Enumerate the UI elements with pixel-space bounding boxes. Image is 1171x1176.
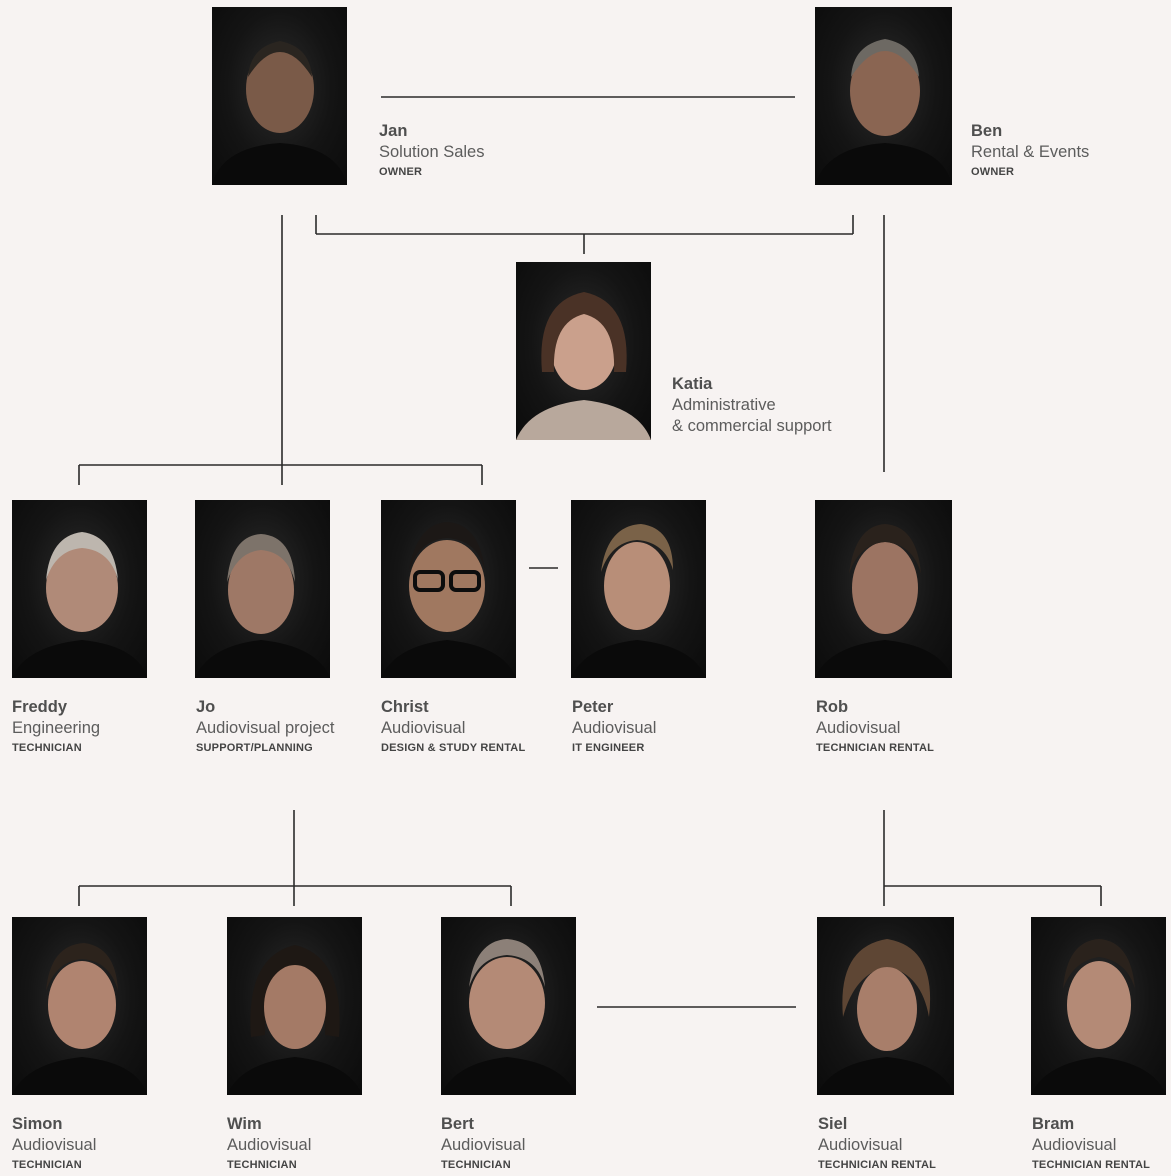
rob-portrait-photo [815, 500, 952, 678]
katia-name: Katia [672, 375, 713, 393]
freddy-role: TECHNICIAN [12, 742, 82, 754]
jan-name: Jan [379, 122, 408, 140]
bert-name: Bert [441, 1115, 475, 1133]
jan-portrait-photo [212, 7, 347, 185]
ben-department: Rental & Events [971, 143, 1090, 161]
christ-role: DESIGN & STUDY RENTAL [381, 742, 526, 754]
bram-name: Bram [1032, 1115, 1075, 1133]
katia-department: Administrative [672, 396, 776, 414]
ben-portrait-photo [815, 7, 952, 185]
jo-name: Jo [196, 698, 216, 716]
siel-role: TECHNICIAN RENTAL [818, 1159, 937, 1171]
jo-portrait-photo [195, 500, 330, 678]
wim-department: Audiovisual [227, 1136, 312, 1154]
jan-role: OWNER [379, 166, 423, 178]
ben-role: OWNER [971, 166, 1015, 178]
wim-role: TECHNICIAN [227, 1159, 297, 1171]
simon-portrait-photo [12, 917, 147, 1095]
peter-role: IT ENGINEER [572, 742, 645, 754]
jo-department: Audiovisual project [196, 719, 335, 737]
jo-role: SUPPORT/PLANNING [196, 742, 313, 754]
ben-name: Ben [971, 122, 1003, 140]
simon-name: Simon [12, 1115, 63, 1133]
christ-name: Christ [381, 698, 429, 716]
rob-role: TECHNICIAN RENTAL [816, 742, 935, 754]
bert-department: Audiovisual [441, 1136, 526, 1154]
rob-department: Audiovisual [816, 719, 901, 737]
freddy-name: Freddy [12, 698, 68, 716]
bert-role: TECHNICIAN [441, 1159, 511, 1171]
katia-department-line2: & commercial support [672, 417, 832, 435]
jan-department: Solution Sales [379, 143, 485, 161]
wim-name: Wim [227, 1115, 262, 1133]
peter-portrait-photo [571, 500, 706, 678]
katia-portrait-photo [516, 262, 651, 440]
bert-portrait-photo [441, 917, 576, 1095]
rob-name: Rob [816, 698, 849, 716]
siel-department: Audiovisual [818, 1136, 903, 1154]
siel-portrait-photo [817, 917, 954, 1095]
christ-portrait-photo [381, 500, 516, 678]
bram-portrait-photo [1031, 917, 1166, 1095]
siel-name: Siel [818, 1115, 848, 1133]
simon-role: TECHNICIAN [12, 1159, 82, 1171]
wim-portrait-photo [227, 917, 362, 1095]
freddy-department: Engineering [12, 719, 101, 737]
christ-department: Audiovisual [381, 719, 466, 737]
peter-department: Audiovisual [572, 719, 657, 737]
simon-department: Audiovisual [12, 1136, 97, 1154]
bram-role: TECHNICIAN RENTAL [1032, 1159, 1151, 1171]
peter-name: Peter [572, 698, 614, 716]
bram-department: Audiovisual [1032, 1136, 1117, 1154]
freddy-portrait-photo [12, 500, 147, 678]
